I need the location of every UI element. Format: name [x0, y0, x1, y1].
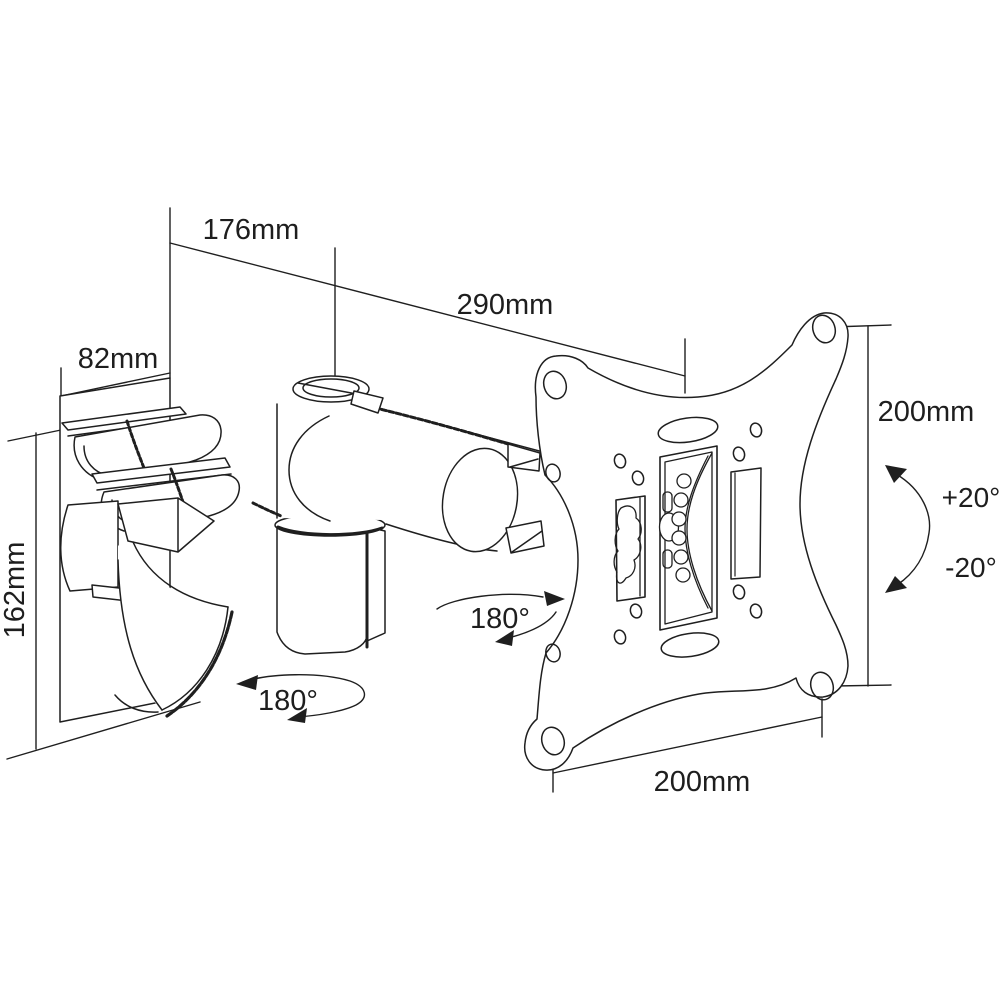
bracket-rail-top — [61, 406, 187, 431]
tilt-arc — [895, 473, 931, 586]
arrow-down-left3-icon — [885, 576, 907, 593]
latch-slot — [613, 495, 646, 602]
vesa-plate — [523, 312, 849, 771]
label-82mm: 82mm — [78, 343, 159, 375]
corner-hole-tl — [542, 370, 568, 400]
label-tilt-up: +20° — [942, 482, 1000, 513]
swivel-plate-arc-top — [436, 593, 544, 610]
dimension-lines — [6, 207, 892, 793]
dim-line-vesa-h — [552, 716, 823, 774]
central-slot — [658, 445, 718, 631]
label-200mm-horizontal: 200mm — [654, 766, 751, 798]
cable-hole-top — [657, 416, 719, 444]
arrow-up-left-icon — [885, 465, 907, 483]
bracket-side-plate — [60, 500, 119, 592]
tick-height-top — [7, 429, 62, 442]
cable-hole-bottom — [660, 632, 720, 658]
label-tilt-down: -20° — [945, 552, 997, 583]
label-162mm: 162mm — [0, 542, 31, 639]
arm-end-cap — [441, 447, 519, 553]
label-200mm-vertical: 200mm — [878, 396, 975, 428]
tick-vesa-bottom — [834, 684, 892, 687]
arm-socket-curve — [288, 415, 331, 522]
swivel-hinge-lower — [274, 513, 386, 655]
latch-mechanism — [613, 505, 642, 584]
arrow-left-icon — [236, 675, 258, 690]
joint-bracket-lower — [505, 520, 545, 554]
bracket-saddle-upper — [73, 414, 222, 482]
arm-wedge — [117, 497, 215, 553]
corner-hole-tr — [811, 314, 837, 344]
vesa-plate-outline — [523, 312, 849, 771]
label-290mm: 290mm — [457, 289, 554, 321]
seam-fin — [165, 610, 234, 718]
bracket-rail-middle — [91, 457, 231, 484]
label-swivel-arm: 180° — [258, 685, 318, 717]
plate-small-holes — [613, 422, 763, 645]
labels: 176mm 290mm 82mm 162mm 200mm 200mm +20° … — [0, 214, 1000, 798]
hinge-top-cap — [292, 375, 384, 414]
joint-bracket-upper — [507, 443, 541, 472]
swivel-arm-arc — [242, 674, 365, 718]
corner-hole-bl — [540, 726, 566, 756]
label-176mm: 176mm — [203, 214, 300, 246]
wall-edge-line — [6, 701, 201, 760]
swivel-hinge-upper — [251, 403, 385, 522]
dim-line-reach — [169, 242, 686, 377]
support-arm — [359, 402, 546, 554]
hinge-collar — [350, 390, 384, 414]
drawing-root — [6, 207, 931, 793]
right-slot — [730, 467, 762, 580]
plate-corner-holes — [540, 314, 837, 756]
pivot-hole-bottom — [545, 643, 561, 663]
arrow-right-icon — [544, 591, 565, 606]
arrow-down-left-icon — [495, 630, 514, 646]
annotations — [236, 465, 931, 723]
seam-arm — [365, 404, 520, 449]
label-swivel-plate: 180° — [470, 603, 530, 635]
arrow-down-left2-icon — [287, 708, 307, 723]
pivot-hole-top — [545, 463, 561, 483]
bracket-fin — [114, 541, 234, 718]
corner-hole-br — [809, 671, 835, 701]
